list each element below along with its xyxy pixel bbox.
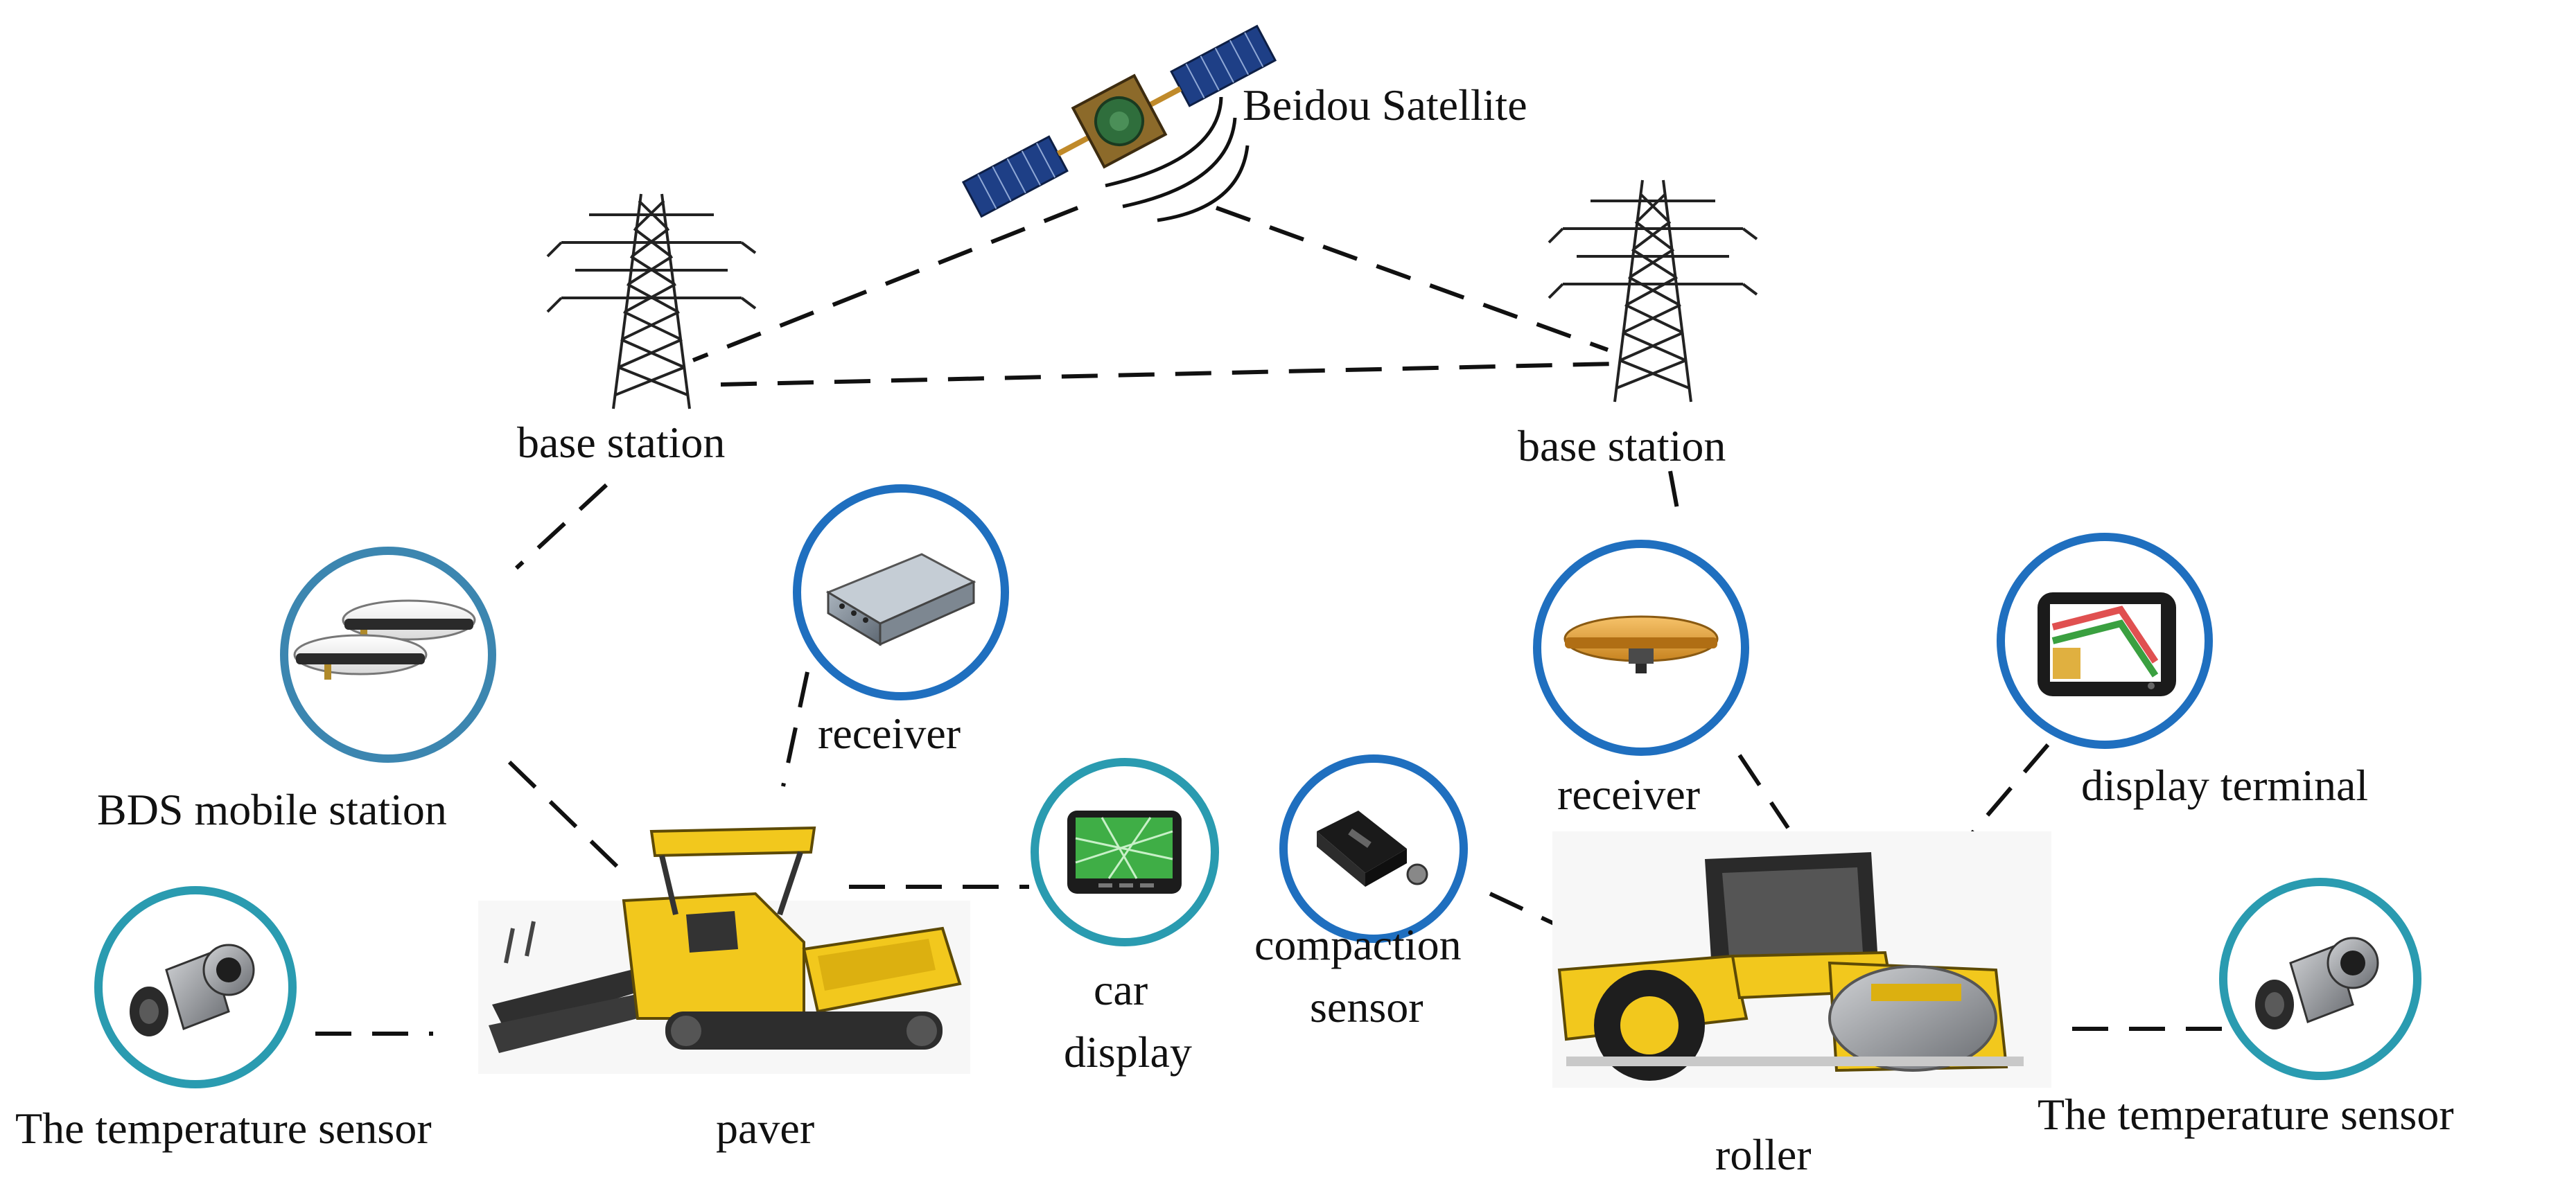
base-station-right-label: base station bbox=[1518, 421, 1726, 470]
line-mobile-paver bbox=[507, 760, 626, 875]
receiver-box-icon bbox=[825, 553, 976, 646]
line-base-left-mobile bbox=[514, 483, 608, 570]
roller-label: roller bbox=[1715, 1130, 1812, 1179]
temp-sensor-left-label: The temperature sensor bbox=[15, 1104, 432, 1153]
gnss-antenna-icon bbox=[293, 599, 476, 680]
compaction-label-2: sensor bbox=[1310, 982, 1423, 1032]
temperature-sensor-icon bbox=[130, 944, 255, 1036]
paver-machine-icon bbox=[478, 826, 970, 1074]
satellite-icon bbox=[961, 24, 1277, 218]
receiver-right-label: receiver bbox=[1557, 770, 1700, 819]
receiver-left-label: receiver bbox=[818, 709, 961, 758]
signal-waves-icon bbox=[1105, 96, 1250, 222]
display-terminal-icon bbox=[2038, 592, 2176, 696]
transmission-tower-icon bbox=[546, 193, 757, 409]
tablet-display-icon bbox=[1067, 811, 1182, 894]
line-base-right-receiver bbox=[1668, 470, 1681, 517]
transmission-tower-icon bbox=[1548, 179, 1758, 403]
compaction-label-1: compaction bbox=[1254, 920, 1462, 969]
temperature-sensor-icon bbox=[2255, 937, 2379, 1030]
base-station-left-label: base station bbox=[517, 418, 725, 467]
line-satellite-base-left bbox=[692, 206, 1079, 362]
compaction-sensor-icon bbox=[1317, 811, 1428, 887]
car-display-label-1: car bbox=[1094, 965, 1148, 1014]
line-receiver-roller bbox=[1737, 754, 1790, 829]
line-satellite-base-right bbox=[1215, 206, 1609, 352]
paver-label: paver bbox=[716, 1104, 814, 1153]
line-base-left-base-right bbox=[720, 362, 1615, 387]
line-receiver-paver bbox=[781, 671, 809, 787]
car-display-label-2: display bbox=[1064, 1027, 1192, 1077]
gnss-antenna-icon bbox=[1563, 615, 1719, 673]
satellite-label: Beidou Satellite bbox=[1243, 80, 1527, 130]
line-compaction-roller bbox=[1489, 892, 1595, 944]
bds-mobile-station-label: BDS mobile station bbox=[97, 785, 447, 834]
road-roller-icon bbox=[1552, 831, 2051, 1088]
temp-sensor-right-label: The temperature sensor bbox=[2038, 1090, 2454, 1139]
display-terminal-label: display terminal bbox=[2081, 761, 2368, 810]
